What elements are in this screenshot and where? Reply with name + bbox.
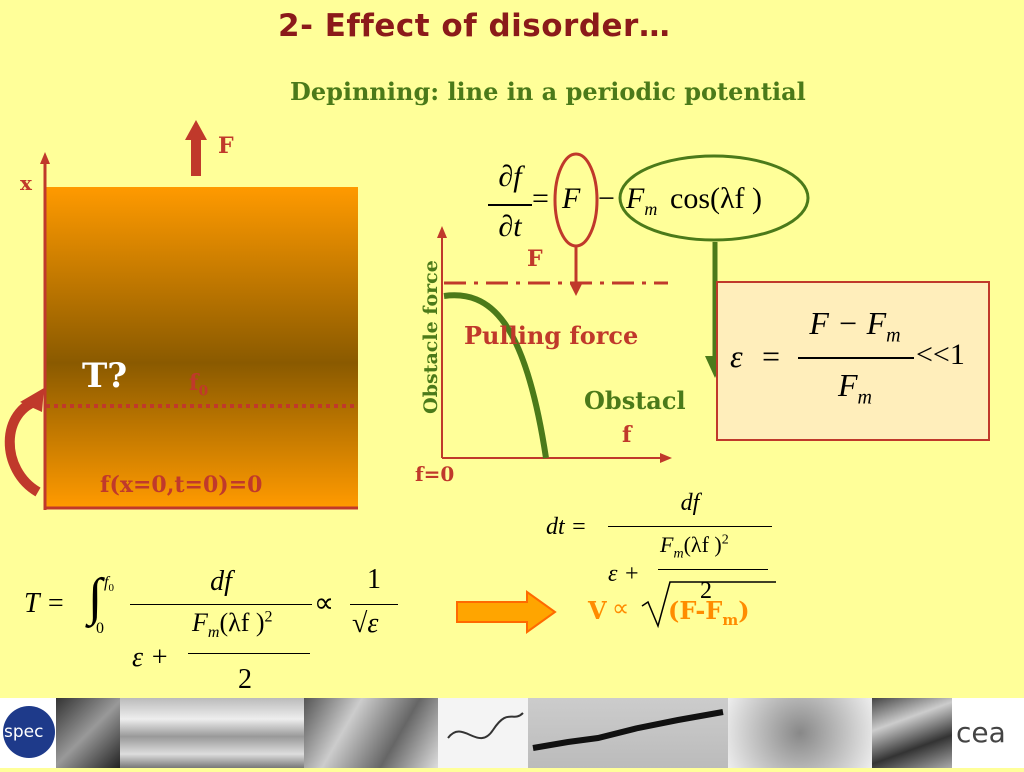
T-fraction-bar [130,604,312,605]
epsilon-definition-box: ε = F − Fm Fm <<1 [716,281,990,441]
integral-sign: ∫ [88,569,103,626]
dt-lhs: dt = [546,514,587,540]
force-plot [437,152,810,463]
epsilon-numerator: F − Fm [809,305,901,347]
cracked-glass-image [56,698,120,768]
T-den-numerator: Fm(λf )2 [192,608,273,642]
obstacle-label: Obstacl [584,386,686,415]
T-den-epsilon: ε + [132,642,169,673]
T-inner-fraction-bar [188,653,310,654]
integral-lower: 0 [96,620,104,637]
rough-surface-image [728,698,872,768]
f-zero-label: f=0 [415,462,455,486]
polymer-image [438,698,528,768]
T-numerator: df [210,566,232,597]
force-arrow-head [185,120,207,140]
epsilon-symbol: ε [730,338,743,374]
plot-F-label: F [527,246,543,272]
velocity-sqrt-sign [641,581,776,629]
crack-image [528,698,728,768]
cos-term: cos(λf ) [670,182,763,215]
slide-title: 2- Effect of disorder… [278,8,671,44]
obstacle-force-axis-label: Obstacle force [420,260,442,414]
velocity-symbol: V [588,596,607,625]
T-lhs: T = [24,588,65,619]
force-label: F [218,133,234,159]
dt-denominator: ∂t [498,210,522,243]
epsilon-equals: = [762,338,781,374]
dt-inner-fraction-bar [658,569,768,570]
f-axis-arrowhead [660,453,672,463]
F-highlight-ellipse [553,152,599,248]
x-axis-label: x [20,171,32,195]
red-arrow-head [570,284,582,296]
rotation-arrowhead [20,388,44,412]
T-rhs-fraction-bar [350,604,398,605]
force-arrow-shaft [191,138,201,176]
df-numerator: ∂f [498,160,522,193]
surface-image [304,698,438,768]
slide-subtitle: Depinning: line in a periodic potential [290,77,806,106]
obstacle-force-arrowhead [437,226,447,238]
integral-upper: f0 [104,574,114,595]
tube-image [120,698,304,768]
T-one: 1 [367,564,381,595]
T-sqrt-epsilon: √ε [352,608,379,639]
f0-label: f0 [189,370,209,400]
medium-box [46,187,358,507]
Fm-term: Fm [626,182,658,219]
dt-den-denominator: 2 [700,578,712,604]
velocity-expression: (F-Fm) [668,596,750,629]
wave-image [872,698,952,768]
line-diagram [4,120,358,510]
epsilon-condition: <<1 [916,338,965,371]
T-den-denominator: 2 [238,664,252,695]
cea-logo: cea [952,698,1024,768]
dt-numerator: df [680,490,700,516]
fraction-bar [488,204,532,206]
obstacle-force-curve [443,292,549,459]
velocity-proportional: ∝ [612,596,630,622]
rotation-arrow [4,395,42,497]
dt-den-epsilon: ε + [608,561,640,587]
x-axis-arrowhead [40,152,50,164]
f-axis-label: f [622,422,632,448]
minus-sign: − [598,182,615,215]
spec-logo: spec [0,698,56,768]
dt-fraction-bar [608,526,772,527]
epsilon-fraction-bar [798,357,914,359]
equals-sign: = [532,182,549,215]
pulling-F: F [562,182,581,215]
pulling-force-label: Pulling force [464,321,639,350]
temperature-label: T? [82,356,128,396]
initial-condition: f(x=0,t=0)=0 [100,472,263,498]
Fm-highlight-ellipse [618,154,810,242]
dt-den-numerator: Fm(λf )2 [660,532,729,562]
implies-arrow [456,590,557,634]
footer-image-strip: spec cea [0,698,1024,768]
obstacle-force-axis-label-wrap: Obstacle force [405,230,455,450]
T-proportional: ∝ [314,588,335,619]
epsilon-denominator: Fm [838,367,872,409]
